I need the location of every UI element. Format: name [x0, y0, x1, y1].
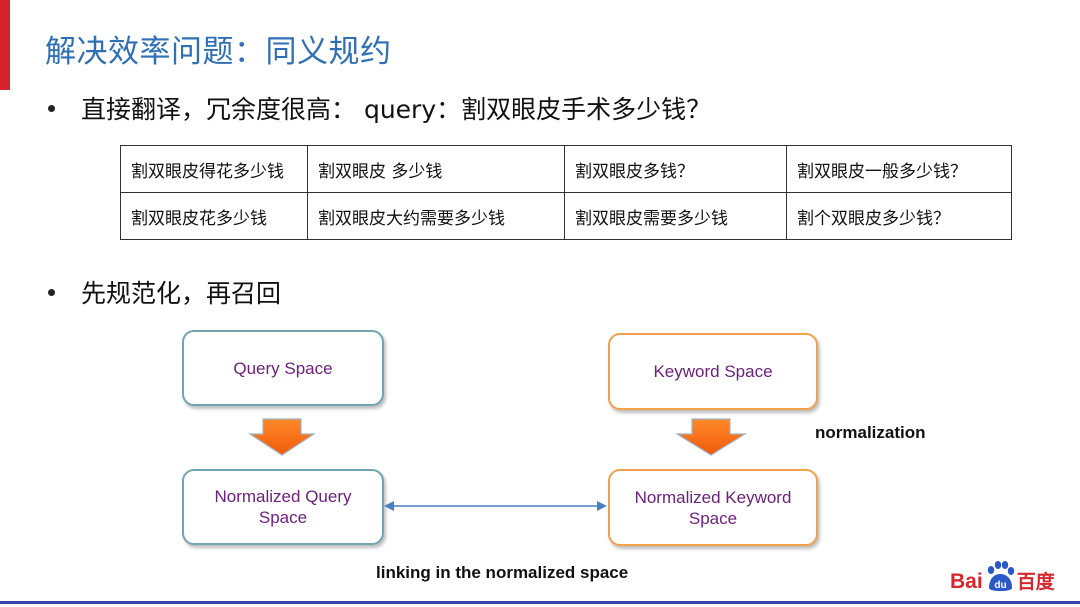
bullet-item-1: 直接翻译，冗余度很高： query：割双眼皮手术多少钱？ [48, 90, 711, 126]
normalized-keyword-space-line-2: Space [688, 508, 738, 528]
paw-icon: du [987, 561, 1014, 591]
table-cell: 割双眼皮一般多少钱？ [786, 145, 1012, 193]
link-double-arrow-icon [384, 501, 607, 511]
normalized-query-space-line-1: Normalized Query [214, 487, 352, 506]
query-space-label: Query Space [233, 358, 333, 378]
bullet-dot-icon [48, 104, 55, 112]
down-arrow-left-icon [247, 418, 317, 456]
normalized-keyword-space-box: Normalized Keyword Space [608, 469, 818, 546]
keyword-space-label: Keyword Space [653, 362, 773, 381]
query-space-box: Query Space [182, 330, 384, 406]
logo-text-right: 百度 [1016, 571, 1055, 593]
bullet-text-1: 直接翻译，冗余度很高： query：割双眼皮手术多少钱？ [81, 95, 712, 124]
table-cell: 割双眼皮得花多少钱 [120, 145, 308, 193]
logo-text-left: Bai [950, 570, 983, 593]
normalized-query-space-box: Normalized Query Space [182, 469, 384, 545]
table-cell: 割双眼皮大约需要多少钱 [307, 192, 565, 240]
normalized-query-space-line-2: Space [258, 508, 308, 527]
table-cell: 割双眼皮需要多少钱 [564, 192, 787, 240]
title-accent-bar [0, 0, 10, 90]
table-row: 割双眼皮花多少钱 割双眼皮大约需要多少钱 割双眼皮需要多少钱 割个双眼皮多少钱？ [120, 192, 1012, 240]
linking-label: linking in the normalized space [376, 563, 629, 582]
bullet-dot-icon [48, 288, 55, 296]
slide-title: 解决效率问题：同义规约 [45, 34, 392, 70]
svg-text:du: du [994, 580, 1006, 591]
baidu-logo: Bai du 百度 [950, 561, 1055, 594]
table-cell: 割双眼皮花多少钱 [120, 192, 308, 240]
normalized-keyword-space-line-1: Normalized Keyword [634, 487, 792, 507]
keyword-space-box: Keyword Space [608, 333, 818, 410]
normalization-label: normalization [815, 423, 926, 442]
bullet-text-2: 先规范化，再召回 [81, 279, 282, 308]
down-arrow-right-icon [674, 418, 748, 456]
synonym-table: 割双眼皮得花多少钱 割双眼皮 多少钱 割双眼皮多钱？ 割双眼皮一般多少钱？ 割双… [120, 145, 1012, 240]
table-cell: 割个双眼皮多少钱？ [786, 192, 1012, 240]
bullet-item-2: 先规范化，再召回 [48, 274, 281, 310]
table-cell: 割双眼皮多钱？ [564, 145, 787, 193]
footer-divider [0, 601, 1080, 604]
table-row: 割双眼皮得花多少钱 割双眼皮 多少钱 割双眼皮多钱？ 割双眼皮一般多少钱？ [120, 145, 1012, 193]
